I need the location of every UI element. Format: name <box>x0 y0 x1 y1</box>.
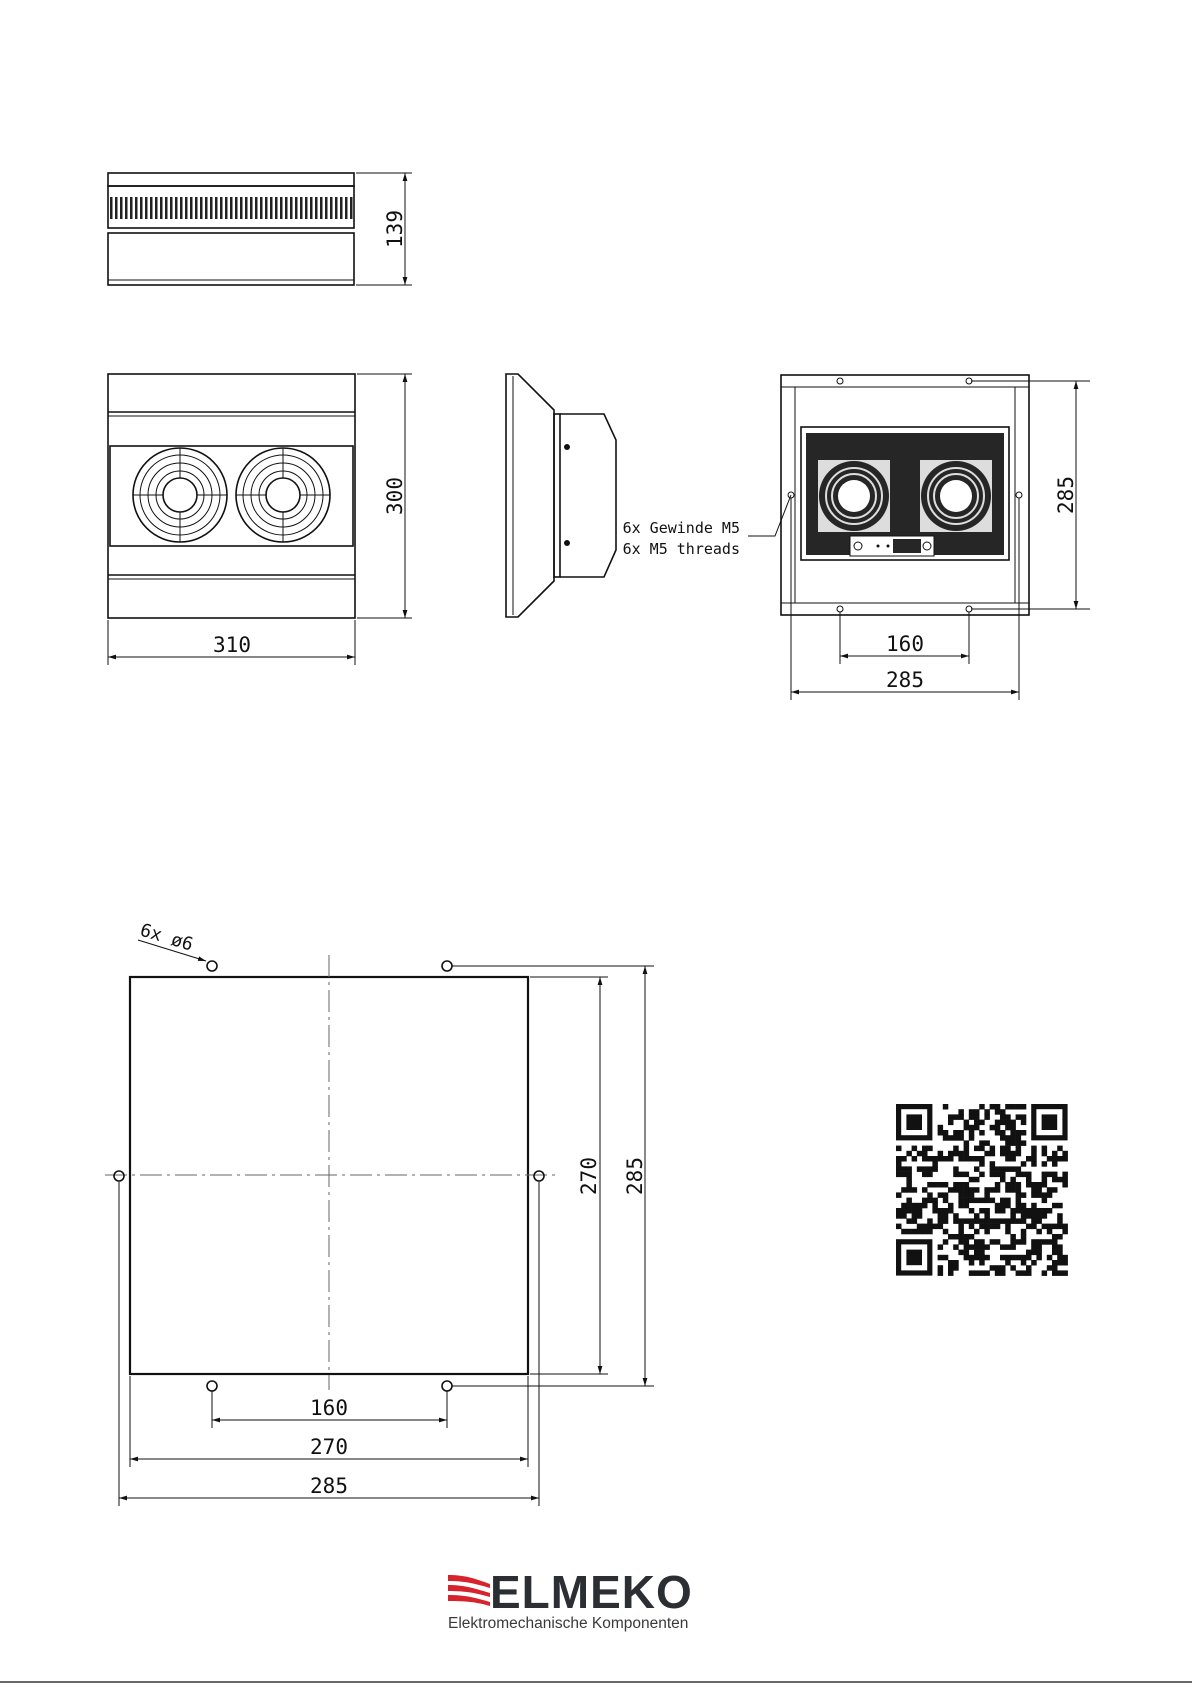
cutout-outer-width-dim: 285 <box>310 1474 348 1498</box>
front-view-width-dim: 310 <box>213 633 251 657</box>
qr-code[interactable] <box>896 1104 1068 1276</box>
front-view-height-dim: 300 <box>383 477 407 515</box>
logo-wordmark: ELMEKO <box>490 1566 693 1618</box>
top-view: 139 <box>108 173 412 285</box>
logo-tagline: Elektromechanische Komponenten <box>448 1615 688 1632</box>
cutout-inner-width-dim: 270 <box>310 1435 348 1459</box>
thread-note-en: 6x M5 threads <box>623 540 740 558</box>
cutout-outer-height-dim: 285 <box>623 1157 647 1195</box>
cutout-hole-note: 6x ø6 <box>138 920 196 956</box>
rear-fan-left-icon <box>818 460 890 532</box>
rear-view-hole-spacing-dim: 160 <box>886 632 924 656</box>
logo-swoosh-icon <box>448 1575 490 1606</box>
cutout-inner-height-dim: 270 <box>577 1157 601 1195</box>
fan-grille-left-icon <box>133 448 227 542</box>
cutout-hole-spacing-dim: 160 <box>310 1396 348 1420</box>
elmeko-logo: ELMEKO Elektromechanische Komponenten <box>448 1566 693 1632</box>
thread-note-de: 6x Gewinde M5 <box>623 519 740 537</box>
rear-view-width-dim: 285 <box>886 668 924 692</box>
rear-view-height-dim: 285 <box>1054 476 1078 514</box>
top-view-height-dim: 139 <box>383 210 407 248</box>
rear-fan-right-icon <box>920 460 992 532</box>
side-view <box>506 374 616 617</box>
fan-grille-right-icon <box>236 448 330 542</box>
front-view: 300 310 <box>108 374 412 665</box>
terminal-block-icon <box>850 536 934 556</box>
rear-view: 6x Gewinde M5 6x M5 threads 285 160 285 <box>623 375 1090 700</box>
mounting-cutout: 6x ø6 270 285 160 270 285 <box>105 920 654 1506</box>
